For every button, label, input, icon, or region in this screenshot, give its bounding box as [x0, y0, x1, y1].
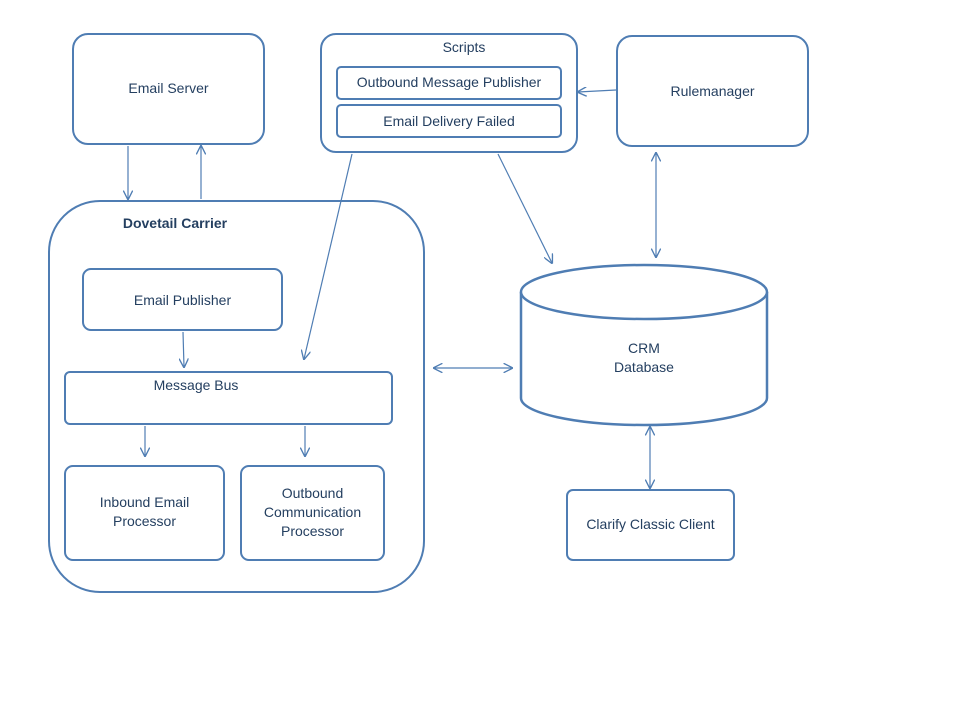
inbound-line-2: Processor	[112, 513, 177, 529]
email-publisher-node	[82, 268, 283, 331]
rulemanager-node	[616, 35, 809, 147]
script-outbound-message-publisher-label: Outbound Message Publisher	[356, 74, 542, 90]
message-bus-node	[64, 371, 393, 425]
clarify-classic-client-node	[566, 489, 735, 561]
outbound-line-2: Communication	[263, 504, 362, 520]
arrow-scripts-to-message-bus	[304, 153, 353, 359]
email-server-label: Email Server	[128, 80, 209, 96]
clarify-classic-client-label: Clarify Classic Client	[586, 516, 715, 532]
script-email-delivery-failed-label: Email Delivery Failed	[383, 113, 515, 129]
crm-line-2: Database	[614, 359, 674, 375]
message-bus-label: Message Bus	[153, 377, 239, 393]
script-outbound-message-publisher	[336, 66, 562, 100]
dovetail-carrier-label: Dovetail Carrier	[122, 215, 228, 231]
arrow-scripts-to-crm	[497, 153, 552, 263]
crm-line-1: CRM	[628, 340, 660, 356]
dovetail-carrier-node	[48, 200, 425, 593]
inbound-email-processor-label: Inbound Email Processor	[64, 493, 225, 531]
inbound-email-processor-node	[64, 465, 225, 561]
arrow-rulemanager-to-scripts	[578, 90, 617, 92]
arrow-email-publisher-to-bus	[183, 331, 184, 367]
outbound-line-1: Outbound	[281, 485, 344, 501]
email-server-node	[72, 33, 265, 145]
outbound-communication-processor-node	[240, 465, 385, 561]
script-email-delivery-failed	[336, 104, 562, 138]
outbound-line-3: Processor	[280, 523, 345, 539]
email-publisher-label: Email Publisher	[133, 292, 232, 308]
crm-database-cylinder	[519, 263, 769, 427]
scripts-title: Scripts	[416, 38, 512, 57]
crm-database-label: CRM Database	[574, 339, 714, 377]
inbound-line-1: Inbound Email	[99, 494, 190, 510]
outbound-communication-processor-label: Outbound Communication Processor	[240, 484, 385, 541]
rulemanager-label: Rulemanager	[670, 83, 755, 99]
